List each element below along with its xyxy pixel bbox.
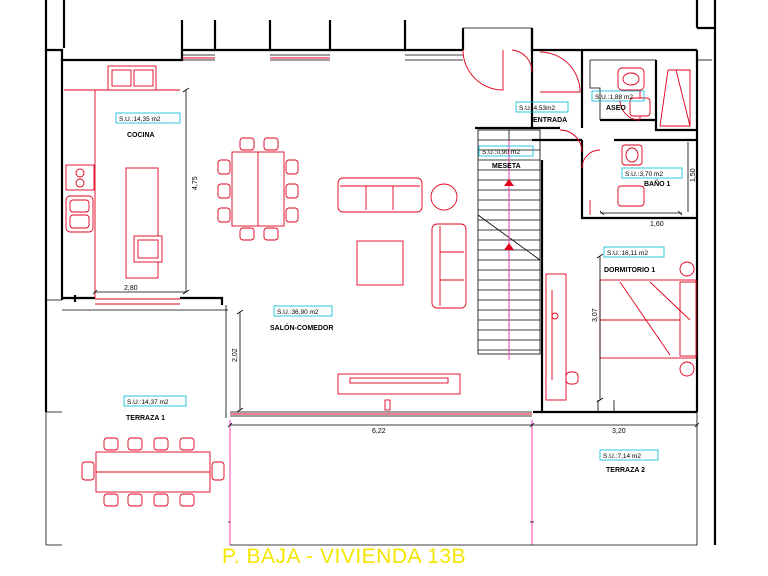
chair xyxy=(285,207,299,223)
terraza2-label: TERRAZA 2 xyxy=(606,467,645,474)
chair xyxy=(285,159,299,175)
terraza1-label: TERRAZA 1 xyxy=(126,415,165,422)
chair xyxy=(239,137,255,151)
bano-label: BAÑO 1 xyxy=(644,179,671,188)
chair xyxy=(263,227,279,241)
dim-terraza2-width: 3,20 xyxy=(612,428,626,435)
dim-kitchen-height: 4,75 xyxy=(192,176,199,190)
chair xyxy=(153,437,169,451)
meseta-label: MESETA xyxy=(492,163,521,170)
chair xyxy=(263,137,279,151)
chair xyxy=(127,493,143,507)
cocina-area: S.U.:14,35 m2 xyxy=(119,116,161,123)
salon-area: S.U.:36,90 m2 xyxy=(277,309,319,316)
chair xyxy=(211,461,225,481)
aseo-area: S.U.:1,88 m2 xyxy=(595,94,633,101)
walls xyxy=(44,0,717,546)
dim-salon-side: 2,02 xyxy=(232,348,239,362)
dim-salon-width: 6,22 xyxy=(372,428,386,435)
dim-bano-height: 1,50 xyxy=(690,168,697,182)
stairs xyxy=(477,129,541,360)
bano-fixtures xyxy=(599,142,689,216)
dining-set-terraza xyxy=(81,437,225,507)
doors xyxy=(462,49,641,215)
entrada-label: ENTRADA xyxy=(533,117,567,124)
chair xyxy=(153,493,169,507)
dim-dormitorio-height: 3,07 xyxy=(592,308,599,322)
area-boxes xyxy=(115,90,683,461)
aseo-fixtures xyxy=(589,59,691,127)
chair xyxy=(103,493,119,507)
terraza2-area: S.U.:7,14 m2 xyxy=(603,453,641,460)
chair xyxy=(217,183,231,199)
chair xyxy=(217,207,231,223)
meseta-area: S.U.:0,90 m2 xyxy=(482,149,520,156)
dim-kitchen-width: 2,80 xyxy=(124,285,138,292)
bano-area: S.U.:3,70 m2 xyxy=(625,171,663,178)
plan-title: P. BAJA - VIVIENDA 13B xyxy=(222,545,466,568)
aseo-label: ASEO xyxy=(606,105,626,112)
chair xyxy=(127,437,143,451)
cocina-label: COCINA xyxy=(127,132,155,139)
chair xyxy=(179,437,195,451)
dim-bano-width: 1,60 xyxy=(650,221,664,228)
dormitorio-area: S.U.:16,11 m2 xyxy=(607,250,648,257)
chair xyxy=(179,493,195,507)
terraza1-area: S.U.:14,37 m2 xyxy=(127,399,169,406)
chair xyxy=(217,159,231,175)
dining-set-salon xyxy=(217,137,299,241)
chair xyxy=(81,461,95,481)
kitchen xyxy=(64,65,190,298)
bedroom-furniture xyxy=(545,253,697,403)
dimension-lines xyxy=(227,309,700,428)
chair xyxy=(239,227,255,241)
salon-label: SALÓN-COMEDOR xyxy=(270,323,333,332)
living-set xyxy=(337,177,467,411)
chair xyxy=(285,183,299,199)
chair xyxy=(103,437,119,451)
entrada-area: S.U.:4,53m2 xyxy=(519,105,556,112)
dormitorio-label: DORMITORIO 1 xyxy=(604,267,655,274)
